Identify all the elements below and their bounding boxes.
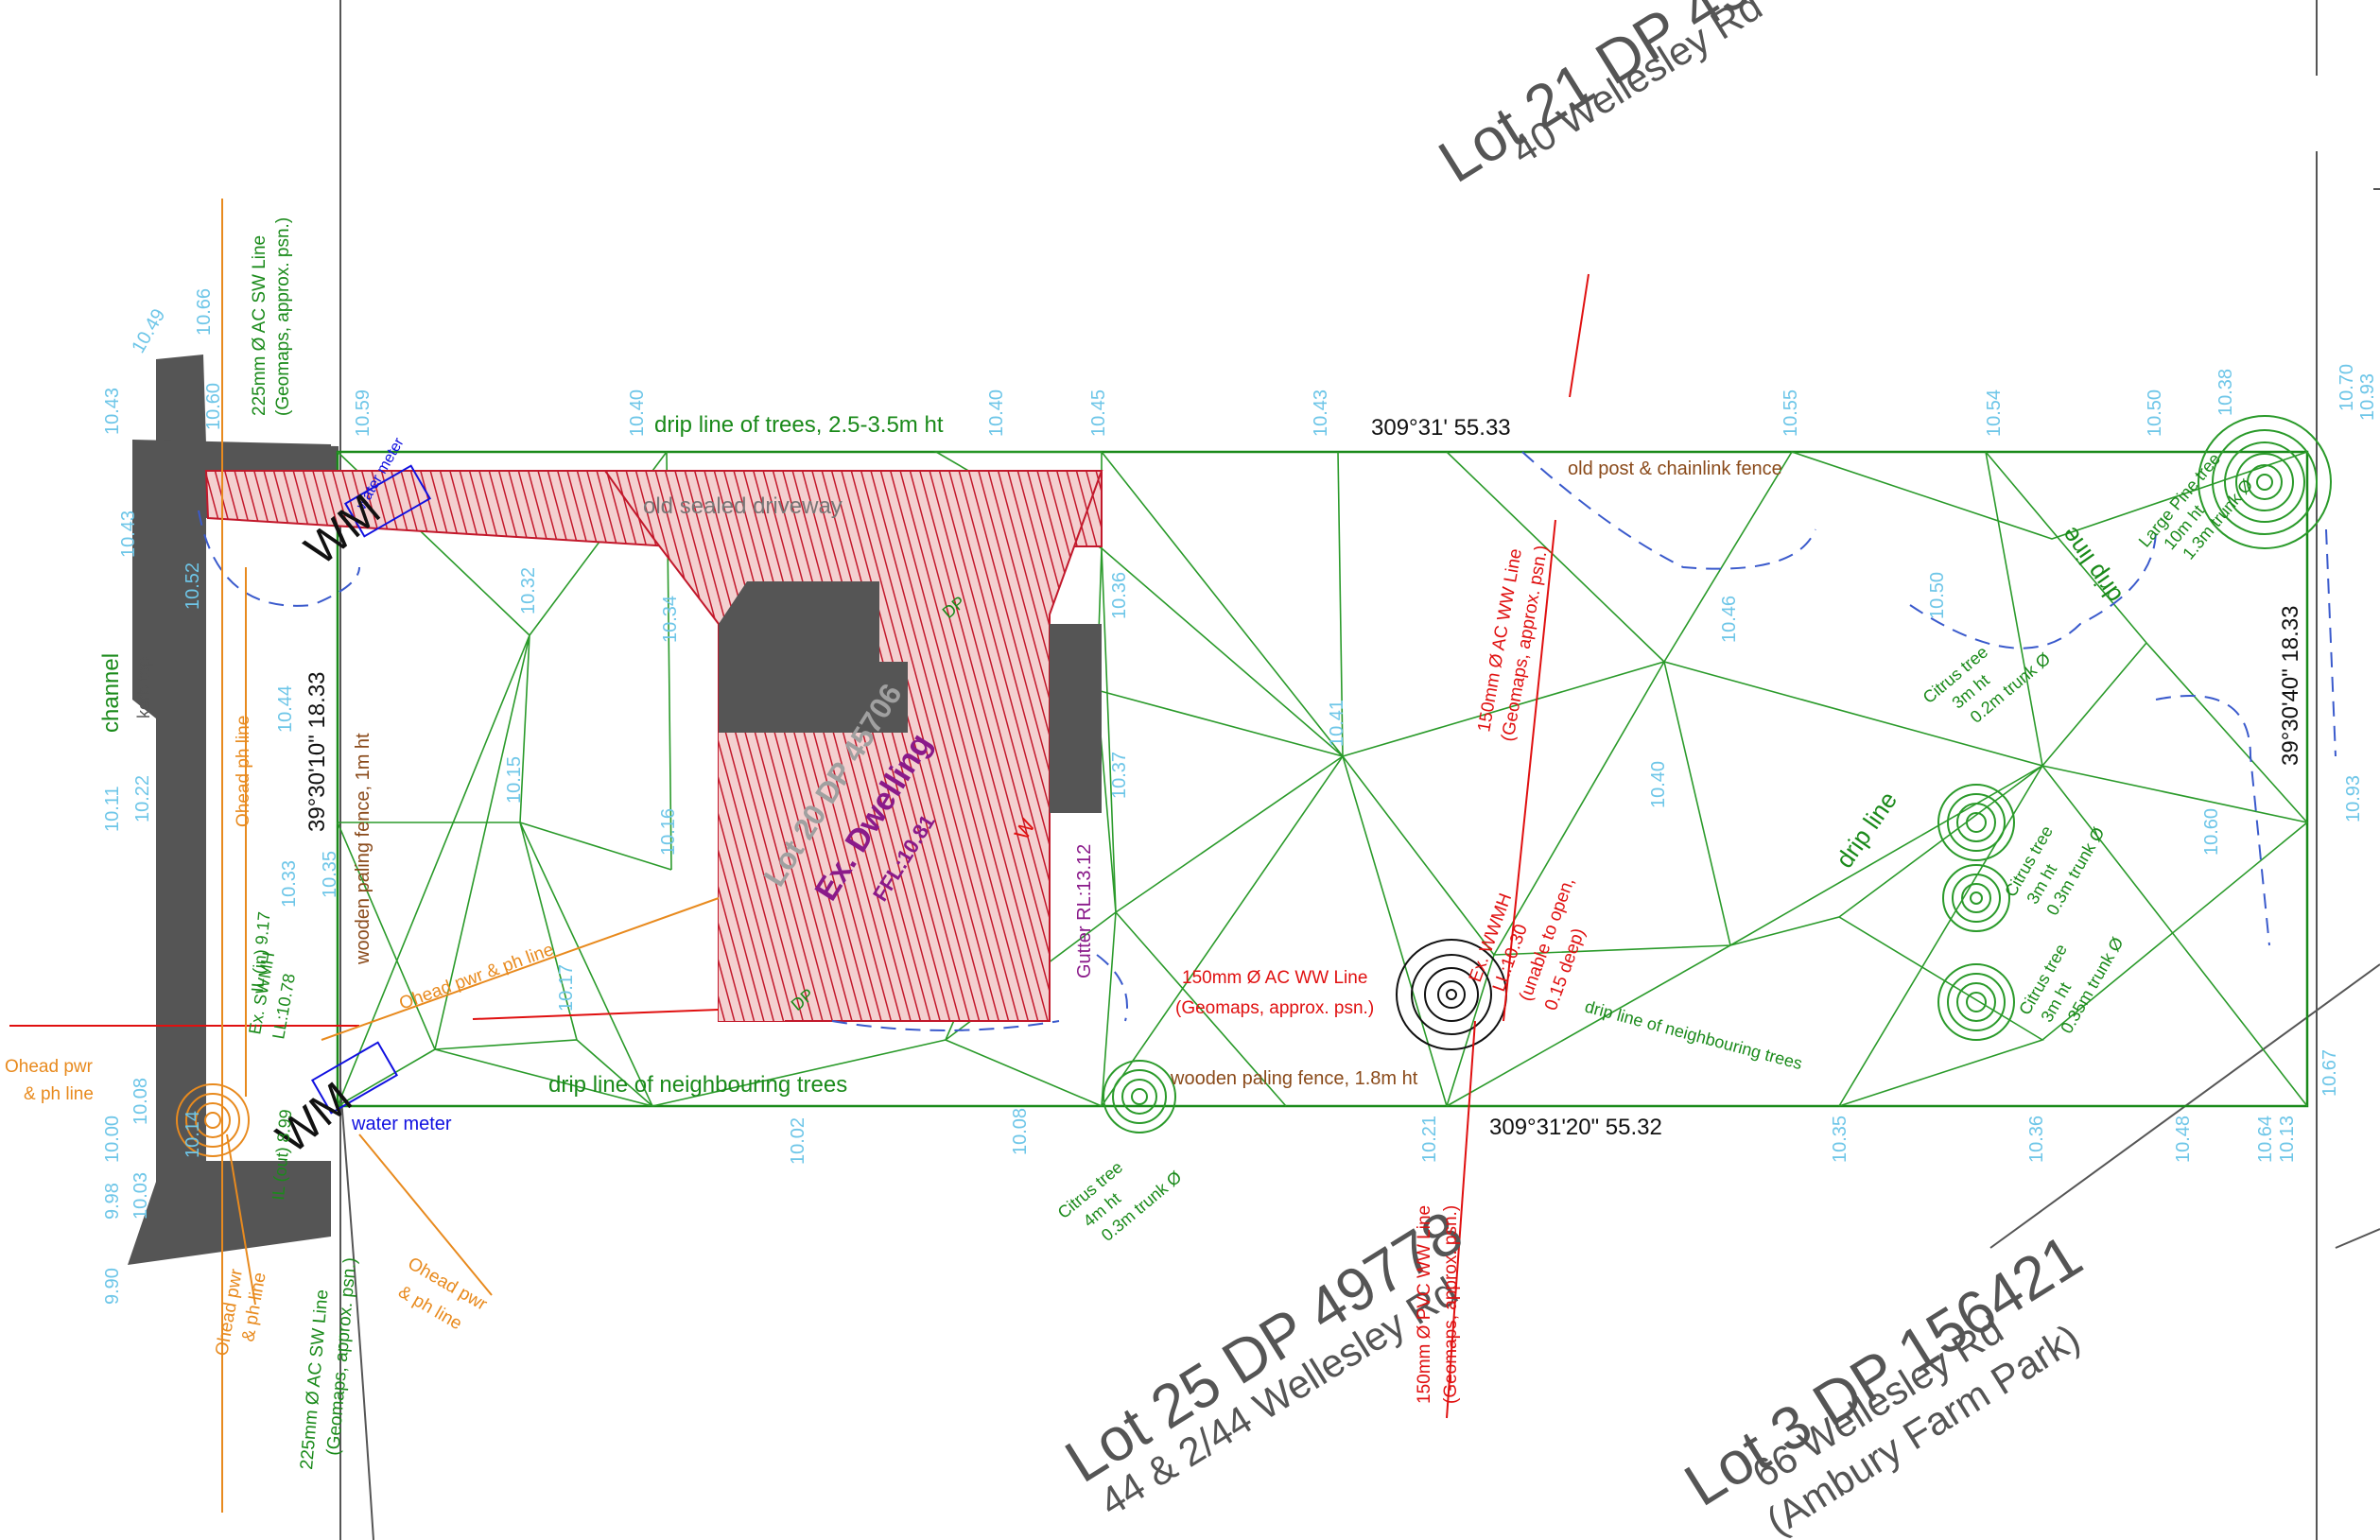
elev-10.55: 10.55 [1781, 389, 1801, 437]
lot25-name: Lot 25 DP 49778 [1053, 1198, 1474, 1496]
bearing-east: 39°30'40" 18.33 [2278, 605, 2303, 766]
elev-10.13: 10.13 [2277, 1116, 2298, 1163]
elev-10.41: 10.41 [1327, 700, 1347, 747]
drip-line-label-2: drip line [2055, 522, 2128, 609]
elev-10.66: 10.66 [194, 288, 215, 336]
elev-10.15: 10.15 [504, 756, 525, 804]
elev-10.50: 10.50 [2145, 389, 2165, 437]
ohead-pwr-ph-1: Ohead pwr & ph line [397, 940, 557, 1014]
elev-10.48: 10.48 [2173, 1116, 2194, 1163]
elev-10.67: 10.67 [2319, 1049, 2340, 1097]
elev-10.46: 10.46 [1719, 596, 1740, 643]
elev-10.52: 10.52 [182, 562, 203, 610]
elev-10.36: 10.36 [1109, 572, 1130, 619]
gutter-label: Gutter RL:13.12 [1074, 844, 1095, 978]
elev-10.21: 10.21 [1419, 1116, 1440, 1163]
elev-10.35b: 10.35 [1830, 1116, 1850, 1163]
elev-10.49: 10.49 [128, 305, 169, 356]
sw-top-2: (Geomaps, approx. psn.) [273, 217, 293, 416]
drip-trees-label: drip line of trees, 2.5-3.5m ht [654, 412, 944, 438]
water-meter-top [343, 464, 432, 538]
wooden-fence-1m-label: wooden paling fence, 1m ht [353, 733, 374, 965]
elev-9.98: 9.98 [102, 1183, 123, 1220]
citrus-tree-4-symbol [1103, 1060, 1176, 1133]
elev-10.11: 10.11 [102, 786, 123, 832]
kerb-top-label: kerb top [134, 657, 153, 718]
elev-10.14: 10.14 [182, 1111, 203, 1158]
pvc-1: 150mm Ø PVC WW Line [1415, 1205, 1434, 1404]
old-driveway-label: old sealed driveway [643, 493, 843, 519]
elev-10.59: 10.59 [353, 389, 374, 437]
elev-10.93b: 10.93 [2343, 775, 2364, 822]
elev-10.44: 10.44 [275, 685, 296, 733]
water-meter-label: water meter [351, 1114, 452, 1134]
elev-10.93a: 10.93 [2357, 373, 2378, 421]
sw-bottom-2: (Geomaps, approx. psn.) [323, 1256, 360, 1456]
ww-low-1: 150mm Ø AC WW Line [1182, 968, 1367, 988]
elev-10.08b: 10.08 [1010, 1108, 1031, 1155]
dashed-drip-lines [198, 451, 2337, 1031]
elev-10.40a: 10.40 [627, 389, 648, 437]
swmh-2: LL:10.78 [269, 972, 299, 1040]
pine-tree-symbol [2198, 415, 2332, 549]
drip-line-label: drip line [1830, 787, 1902, 874]
elev-10.43a: 10.43 [102, 388, 123, 435]
elev-10.02: 10.02 [788, 1117, 808, 1165]
pvc-2: (Geomaps, approx. psn.) [1441, 1205, 1461, 1404]
spot-elevations: 10.49 10.66 10.43 10.60 10.59 10.40 10.4… [102, 288, 2378, 1305]
elev-10.40c: 10.40 [1648, 761, 1669, 808]
ww-low-2: (Geomaps, approx. psn.) [1175, 998, 1374, 1018]
ohead-left-2: & ph line [24, 1084, 94, 1104]
wooden-fence-18-label: wooden paling fence, 1.8m ht [1170, 1068, 1418, 1089]
elev-10.43b: 10.43 [1311, 389, 1331, 437]
elev-10.00: 10.00 [102, 1116, 123, 1163]
elev-10.36b: 10.36 [2026, 1116, 2047, 1163]
citrus4-label: Citrus tree 4m ht 0.3m trunk Ø [1054, 1157, 1186, 1245]
elev-10.34: 10.34 [660, 596, 681, 643]
orange-ohead-lines [221, 199, 720, 1513]
elev-10.16: 10.16 [658, 808, 679, 856]
elev-10.45: 10.45 [1088, 389, 1109, 437]
ohead-ph: Ohead ph line [234, 716, 253, 827]
elev-10.50b: 10.50 [1927, 572, 1948, 619]
elev-10.22: 10.22 [132, 775, 153, 822]
elev-9.90: 9.90 [102, 1268, 123, 1305]
elev-10.17: 10.17 [556, 964, 577, 1012]
swmh-symbol [176, 1083, 250, 1157]
elev-10.54: 10.54 [1984, 389, 2005, 437]
elev-10.03: 10.03 [130, 1172, 151, 1220]
drip-neighbouring-label: drip line of neighbouring trees [548, 1072, 847, 1098]
elev-10.08a: 10.08 [130, 1078, 151, 1125]
elev-10.64: 10.64 [2255, 1116, 2276, 1163]
elev-10.35: 10.35 [320, 851, 340, 898]
elev-10.70: 10.70 [2337, 364, 2357, 411]
elev-10.32: 10.32 [518, 567, 539, 614]
red-ww-lines [9, 273, 1590, 1419]
ohead-bl-1: Ohead pwr [212, 1267, 247, 1358]
sw-top-1: 225mm Ø AC SW Line [250, 235, 269, 416]
channel-label: channel [98, 653, 124, 733]
water-meter-bottom [310, 1041, 399, 1115]
bearing-north: 309°31' 55.33 [1371, 415, 1511, 441]
elev-10.43c: 10.43 [118, 510, 139, 558]
citrus-tree-3-symbol [1937, 963, 2015, 1041]
citrus2-label: Citrus tree 3m ht 0.3m trunk Ø [2001, 822, 2108, 919]
elev-10.60: 10.60 [203, 383, 224, 430]
citrus3-label: Citrus tree 3m ht 0.35m trunk Ø [2015, 934, 2127, 1037]
citrus-tree-1-symbol [1937, 784, 2015, 861]
citrus-tree-2-symbol [1942, 864, 2010, 932]
bearing-south: 309°31'20" 55.32 [1489, 1115, 1662, 1140]
bearing-west: 39°30'10" 18.33 [304, 671, 330, 832]
elev-10.37: 10.37 [1109, 752, 1130, 799]
elev-10.60b: 10.60 [2201, 808, 2222, 856]
old-fence-label: old post & chainlink fence [1568, 459, 1782, 479]
elev-10.33: 10.33 [279, 860, 300, 908]
elev-10.40b: 10.40 [986, 389, 1007, 437]
ohead-left-1: Ohead pwr [5, 1057, 94, 1077]
citrus1-label: Citrus tree 3m ht 0.2m trunk Ø [1920, 642, 2055, 726]
drip-neighbouring-label-2: drip line of neighbouring trees [1583, 997, 1804, 1074]
existing-dwelling [719, 581, 1102, 1021]
elev-10.38: 10.38 [2215, 369, 2236, 416]
